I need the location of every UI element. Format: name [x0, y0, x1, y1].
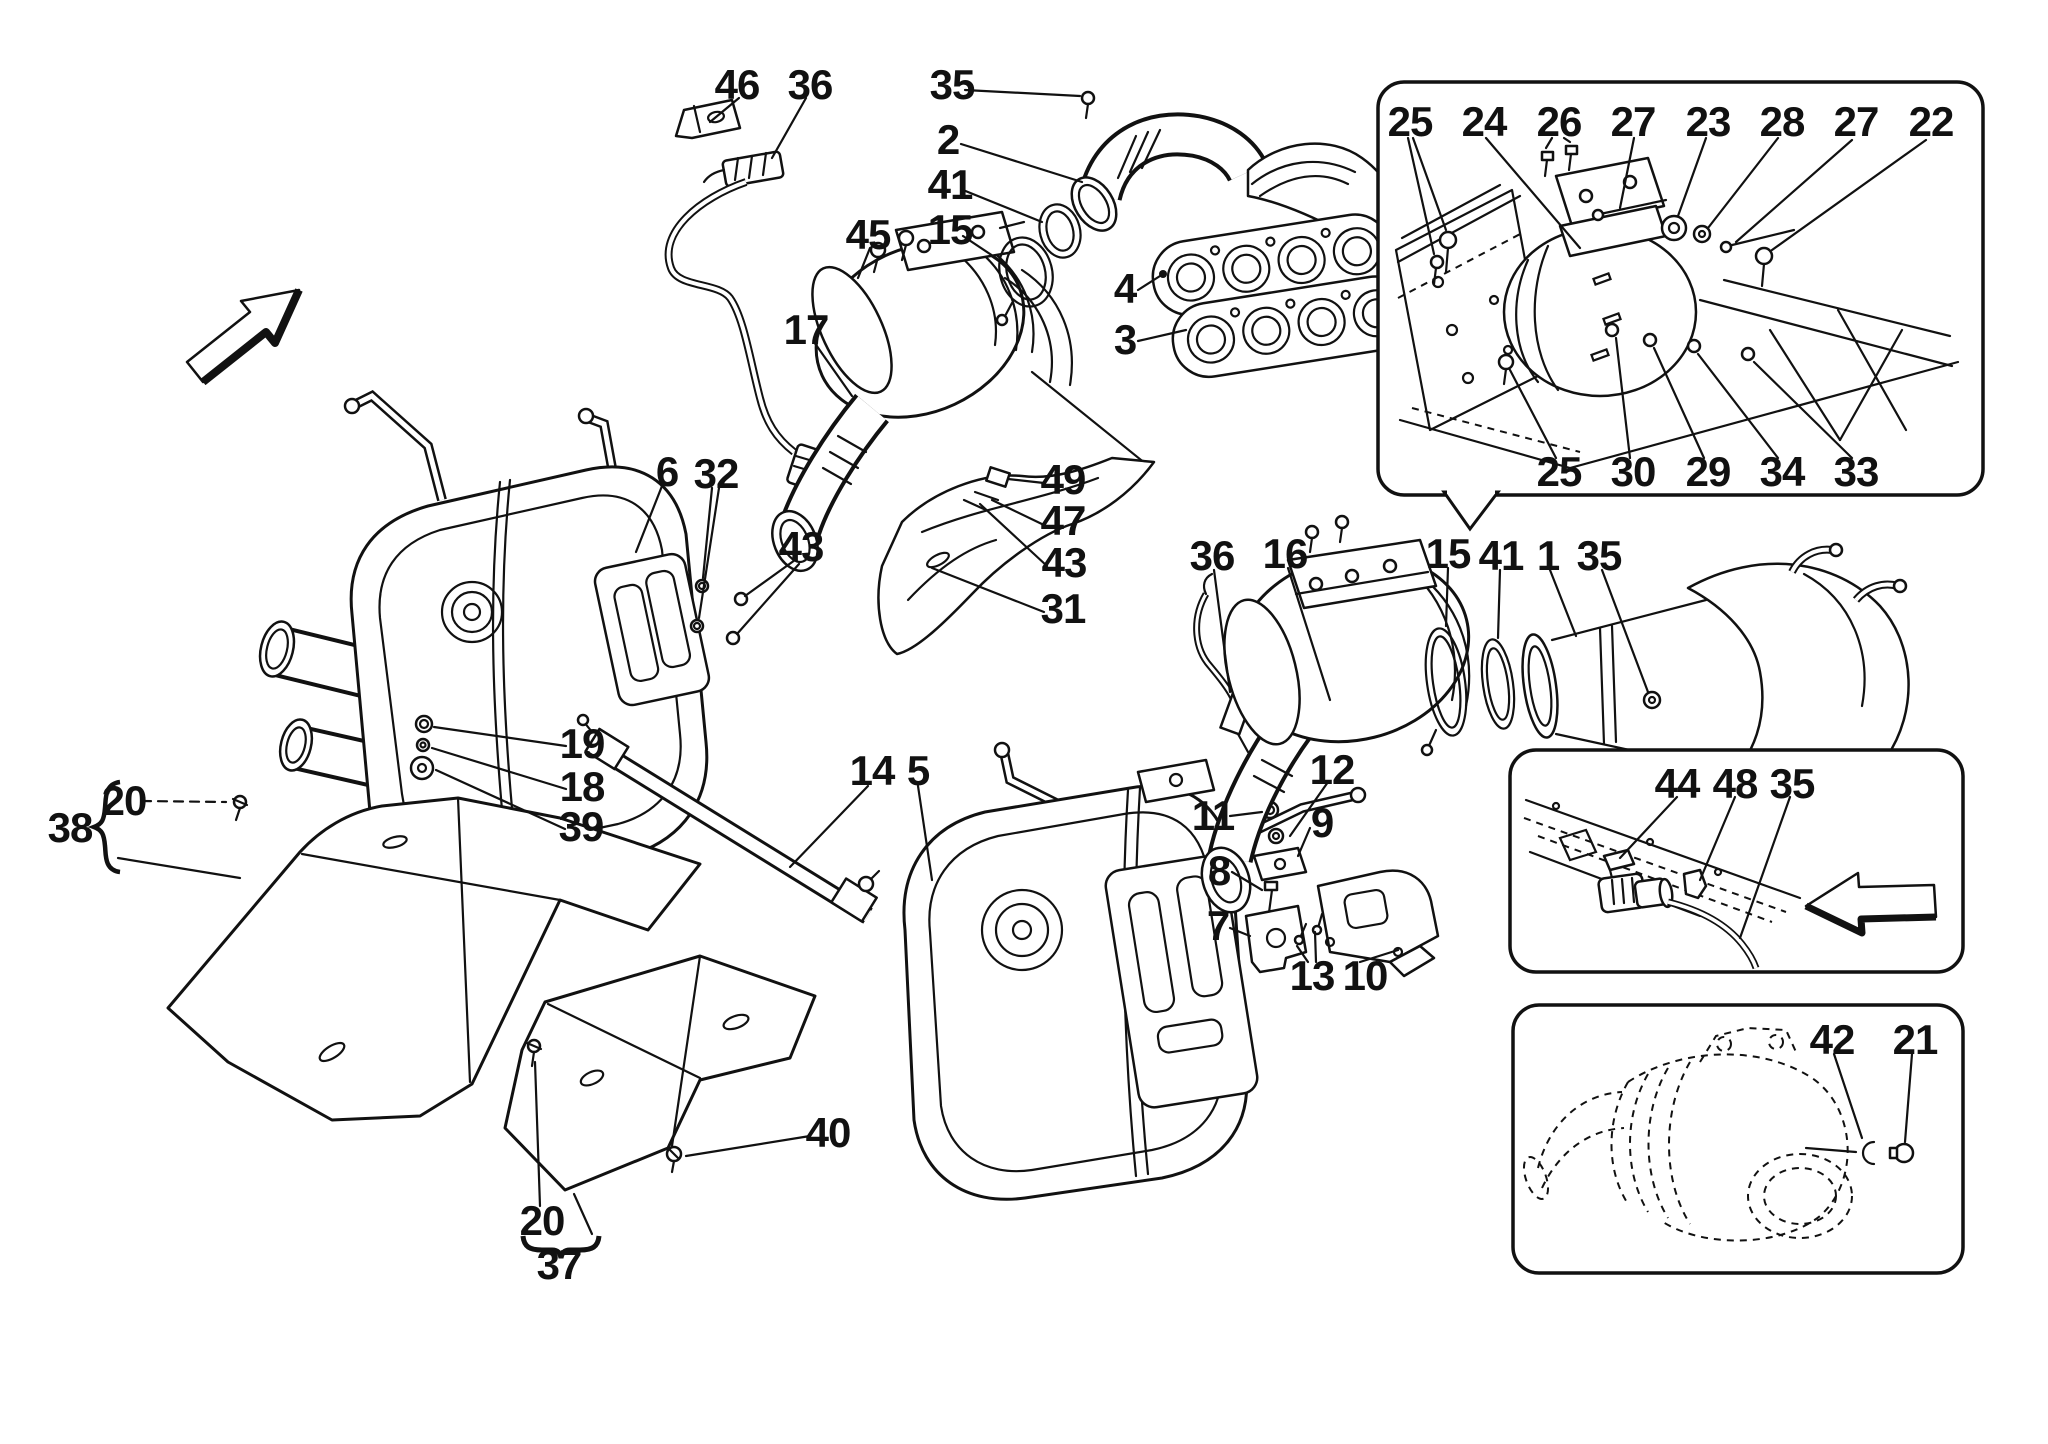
callout-17: 17: [783, 306, 830, 353]
callout-43b: 43: [1041, 539, 1088, 586]
callout-33: 33: [1833, 448, 1880, 495]
callout-27: 27: [1610, 98, 1657, 145]
callout-13: 13: [1289, 952, 1336, 999]
callout-40: 40: [805, 1109, 852, 1156]
callout-46: 46: [714, 61, 761, 108]
callout-38: 38: [47, 804, 94, 851]
inset-installed-view: [1376, 80, 1985, 532]
manifold-drawing: [995, 90, 1413, 379]
fastener-glyphs: [87, 714, 683, 1259]
callout-18: 18: [559, 763, 606, 810]
callout-11: 11: [1191, 792, 1235, 839]
callout-29: 29: [1685, 448, 1732, 495]
right-catalyst-drawing: [1193, 514, 1910, 914]
callout-25b: 25: [1536, 448, 1583, 495]
catalyst-17-drawing: [771, 210, 1148, 573]
callout-35c: 35: [1769, 760, 1816, 807]
callout-9: 9: [1310, 799, 1334, 846]
callout-16: 16: [1262, 530, 1309, 577]
callout-8: 8: [1207, 847, 1231, 894]
leader-lines: [140, 88, 1650, 1208]
callout-14: 14: [849, 747, 896, 794]
callout-44: 44: [1654, 760, 1701, 807]
callout-48: 48: [1712, 760, 1759, 807]
callout-36: 36: [787, 61, 834, 108]
callout-32: 32: [693, 450, 740, 497]
inset-connector-view: [1508, 748, 1965, 974]
callout-35b: 35: [1576, 532, 1623, 579]
callout-49: 49: [1040, 456, 1087, 503]
callout-36b: 36: [1189, 532, 1236, 579]
callout-41: 41: [927, 161, 974, 208]
callout-21: 21: [1892, 1016, 1939, 1063]
direction-arrow-up-right-icon: [185, 288, 303, 386]
callout-27b: 27: [1833, 98, 1880, 145]
heat-shield-31-drawing: [877, 456, 1156, 656]
inset-catalyst-plug-view: [1511, 1003, 1965, 1275]
callout-23: 23: [1685, 98, 1732, 145]
callout-25: 25: [1387, 98, 1434, 145]
heat-shield-37-drawing: [503, 954, 817, 1192]
callout-28: 28: [1759, 98, 1806, 145]
callout-26: 26: [1536, 98, 1583, 145]
heat-shield-38-drawing: [166, 796, 702, 1122]
callout-20: 20: [101, 777, 148, 824]
callout-15: 15: [927, 206, 974, 253]
callout-1: 1: [1536, 532, 1560, 579]
callout-41b: 41: [1478, 532, 1525, 579]
callout-39: 39: [558, 803, 605, 850]
callout-42: 42: [1809, 1016, 1856, 1063]
callout-20b: 20: [519, 1197, 566, 1244]
callout-15b: 15: [1425, 530, 1472, 577]
callout-34: 34: [1759, 448, 1806, 495]
callout-45: 45: [845, 211, 892, 258]
callout-3: 3: [1113, 316, 1137, 363]
callout-10: 10: [1342, 952, 1389, 999]
right-silencer-drawing: [902, 741, 1440, 1201]
callout-6: 6: [655, 448, 679, 495]
callout-2: 2: [936, 116, 960, 163]
callout-5: 5: [906, 747, 930, 794]
callout-4: 4: [1113, 265, 1137, 312]
callout-22: 22: [1908, 98, 1955, 145]
callout-7: 7: [1206, 902, 1230, 949]
callout-37: 37: [536, 1241, 583, 1288]
joint-tube-14-drawing: [576, 713, 881, 924]
callout-31: 31: [1040, 585, 1087, 632]
callout-35: 35: [929, 61, 976, 108]
callout-24: 24: [1461, 98, 1508, 145]
callout-12: 12: [1309, 746, 1356, 793]
callout-19: 19: [559, 720, 606, 767]
callout-30: 30: [1610, 448, 1657, 495]
callout-47: 47: [1040, 497, 1087, 544]
callout-43: 43: [778, 523, 825, 570]
